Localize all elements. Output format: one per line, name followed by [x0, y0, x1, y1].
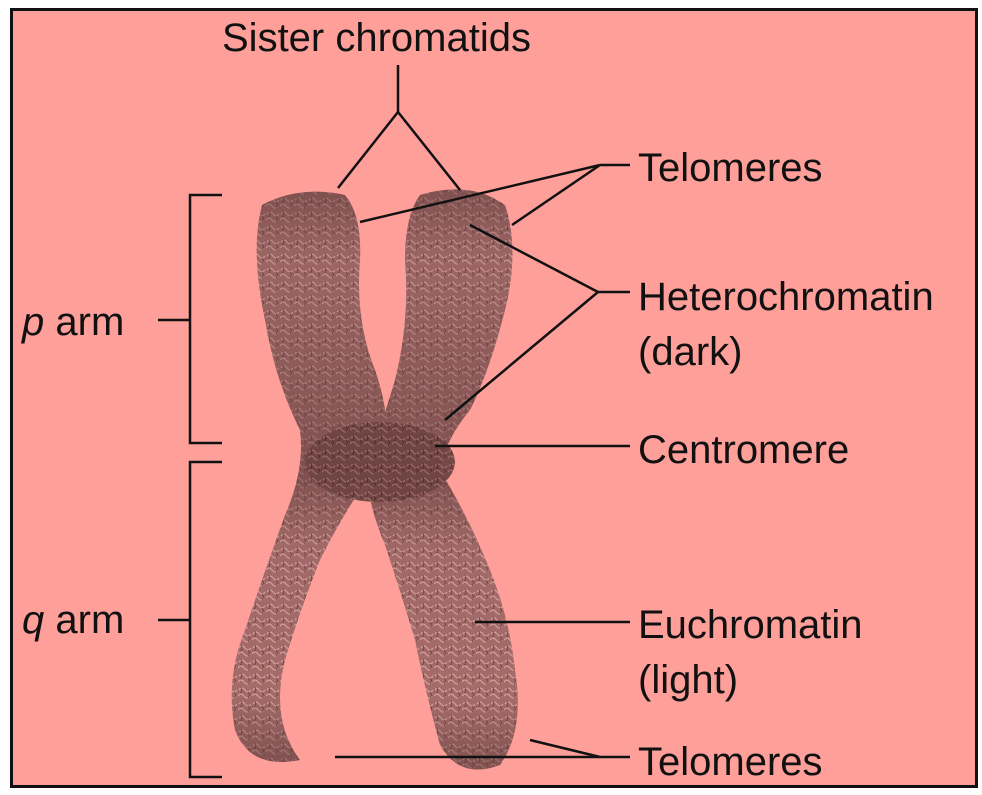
- euchromatin-label: Euchromatin: [638, 605, 863, 645]
- heterochromatin-label: Heterochromatin: [638, 277, 934, 317]
- euchromatin-note: (light): [638, 660, 738, 700]
- p-arm-text: arm: [55, 300, 124, 344]
- telomere-bottom-right-pointer: [530, 740, 600, 757]
- q-arm-label: q arm: [22, 600, 124, 640]
- sister-chromatids-right-pointer: [398, 112, 460, 190]
- centromere-region: [305, 422, 455, 502]
- telomere-top-right-pointer: [512, 165, 600, 225]
- sister-chromatids-left-pointer: [338, 112, 398, 188]
- telomeres-top-label: Telomeres: [638, 148, 823, 188]
- q-letter: q: [22, 598, 44, 642]
- p-arm-bracket: [190, 195, 222, 443]
- p-letter: p: [22, 300, 44, 344]
- p-arm-label: p arm: [22, 302, 124, 342]
- q-arm-bracket: [190, 462, 222, 777]
- heterochromatin-note: (dark): [638, 332, 742, 372]
- centromere-label: Centromere: [638, 430, 849, 470]
- q-arm-text: arm: [55, 598, 124, 642]
- telomeres-bottom-label: Telomeres: [638, 742, 823, 782]
- sister-chromatids-label: Sister chromatids: [222, 18, 531, 58]
